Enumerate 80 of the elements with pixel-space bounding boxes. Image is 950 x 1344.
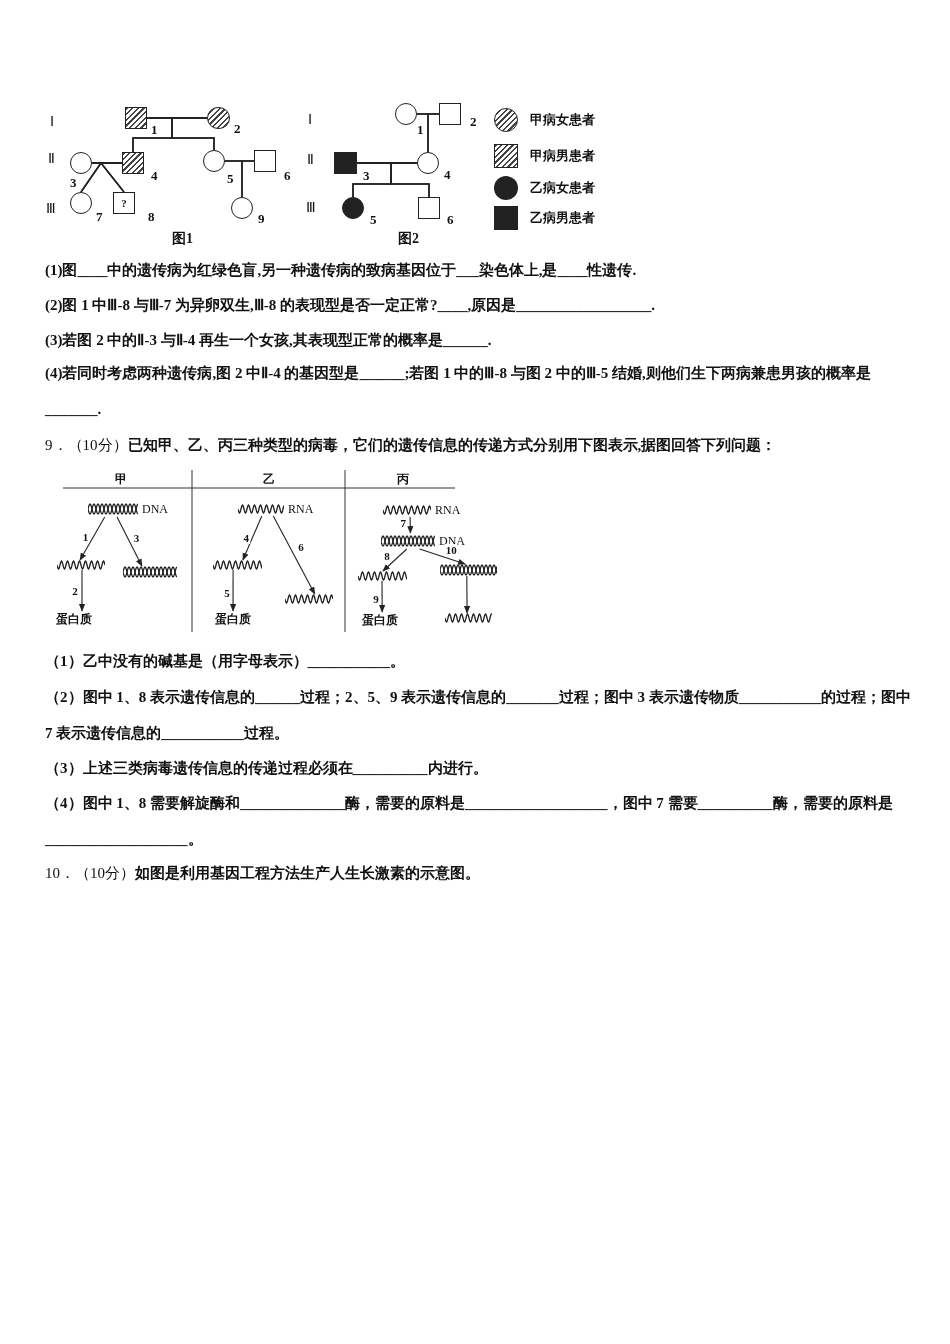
question-text: (3)若图 2 中的Ⅱ-3 与Ⅱ-4 再生一个女孩,其表现型正常的概率是______. <box>45 331 493 350</box>
individual-number: 3 <box>363 168 370 184</box>
question-text: （3）上述三类病毒遗传信息的传递过程必须在__________内进行。 <box>45 759 489 778</box>
arrow <box>78 569 86 612</box>
legend-label: 乙病女患者 <box>530 179 595 198</box>
question-text: 10．（10分）如图是利用基因工程方法生产人生长激素的示意图。 <box>45 864 481 883</box>
legend-label: 甲病女患者 <box>530 111 595 130</box>
arrow <box>230 569 237 612</box>
single-strand-drawing <box>213 560 262 570</box>
legend-label: 甲病男患者 <box>530 147 595 166</box>
protein-label: 蛋白质 <box>362 612 404 628</box>
individual-number: 2 <box>470 114 477 130</box>
arrow <box>419 548 466 565</box>
arrow <box>379 580 386 613</box>
question-text: (1)图____中的遗传病为红绿色盲,另一种遗传病的致病基因位于___染色体上,是____性遗传. <box>45 261 638 280</box>
question-text: 9．（10分）已知甲、乙、丙三种类型的病毒，它们的遗传信息的传递方式分别用下图表示,据图回答下列问题： <box>45 436 778 455</box>
generation-label: Ⅲ <box>306 199 316 217</box>
question-text: （1）乙中没有的碱基是（用字母表示）___________。 <box>45 652 406 671</box>
hatched-square-symbol <box>125 107 147 129</box>
protein-label: 蛋白质 <box>56 611 98 627</box>
double-helix-drawing <box>440 564 497 576</box>
column-header: 丙 <box>397 471 409 487</box>
individual-number: 3 <box>70 175 77 191</box>
unknown-individual-square: ? <box>113 192 135 214</box>
individual-number: 4 <box>444 167 451 183</box>
strand-label: RNA <box>435 504 461 516</box>
strand-label: DNA <box>142 503 168 515</box>
individual-number: 5 <box>227 171 234 187</box>
pedigree-line <box>241 160 255 198</box>
edge-label: 7 <box>399 517 407 529</box>
individual-number: 5 <box>370 212 377 228</box>
square-symbol <box>439 103 461 125</box>
individual-number: 7 <box>96 209 103 225</box>
arrow <box>79 516 106 561</box>
arrow <box>407 516 414 534</box>
single-strand-drawing <box>285 594 333 604</box>
filled-square-symbol <box>334 152 357 174</box>
question-text: （2）图中 1、8 表示遗传信息的______过程；2、5、9 表示遗传信息的_______过程；图中 3 表示遗传物质___________的过程；图中 7 表示遗传信息的___________过程。 <box>45 688 913 743</box>
pedigree-line <box>390 162 430 198</box>
square-symbol <box>254 150 276 172</box>
generation-label: Ⅱ <box>48 150 55 168</box>
question-text: （4）图中 1、8 需要解旋酶和______________酶，需要的原料是___________________，图中 7 需要__________酶，需要的原料是___________________。 <box>45 794 894 849</box>
arrow <box>463 575 471 614</box>
individual-number: 1 <box>417 122 424 138</box>
single-strand-drawing <box>445 613 492 623</box>
strand-label: RNA <box>288 503 314 515</box>
arrow <box>382 548 408 572</box>
arrow <box>116 516 143 567</box>
generation-label: Ⅲ <box>46 200 56 218</box>
edge-label: 6 <box>297 541 305 553</box>
question-text: (4)若同时考虑两种遗传病,图 2 中Ⅱ-4 的基因型是______;若图 1 中的Ⅲ-8 与图 2 中的Ⅲ-5 结婚,则他们生下两病兼患男孩的概率是_______. <box>45 364 872 419</box>
pedigree-line <box>99 162 125 193</box>
pedigree-line <box>427 113 440 153</box>
figure-caption: 图1 <box>172 230 193 248</box>
generation-label: Ⅰ <box>308 111 312 129</box>
individual-number: 8 <box>148 209 155 225</box>
individual-number: 4 <box>151 168 158 184</box>
generation-label: Ⅰ <box>50 113 54 131</box>
individual-number: 6 <box>447 212 454 228</box>
legend-label: 乙病男患者 <box>530 209 595 228</box>
individual-number: 1 <box>151 122 158 138</box>
edge-label: 8 <box>383 550 391 562</box>
single-strand-drawing <box>358 571 407 581</box>
square-symbol <box>418 197 440 219</box>
individual-number: 6 <box>284 168 291 184</box>
arrow <box>242 515 263 561</box>
generation-label: Ⅱ <box>307 151 314 169</box>
question-text: (2)图 1 中Ⅲ-8 与Ⅲ-7 为异卵双生,Ⅲ-8 的表现型是否一定正常?____,原因是__________________. <box>45 296 656 315</box>
single-strand-drawing <box>57 560 105 570</box>
edge-label: 4 <box>242 532 251 544</box>
column-header: 乙 <box>263 471 275 487</box>
protein-label: 蛋白质 <box>215 611 257 627</box>
figure-caption: 图2 <box>398 230 419 248</box>
column-header: 甲 <box>115 471 127 487</box>
double-helix-drawing <box>123 566 177 578</box>
arrow <box>272 515 316 595</box>
hatched-square-symbol <box>122 152 144 174</box>
individual-number: 2 <box>234 121 241 137</box>
pedigree-line <box>171 117 215 151</box>
individual-number: 9 <box>258 211 265 227</box>
